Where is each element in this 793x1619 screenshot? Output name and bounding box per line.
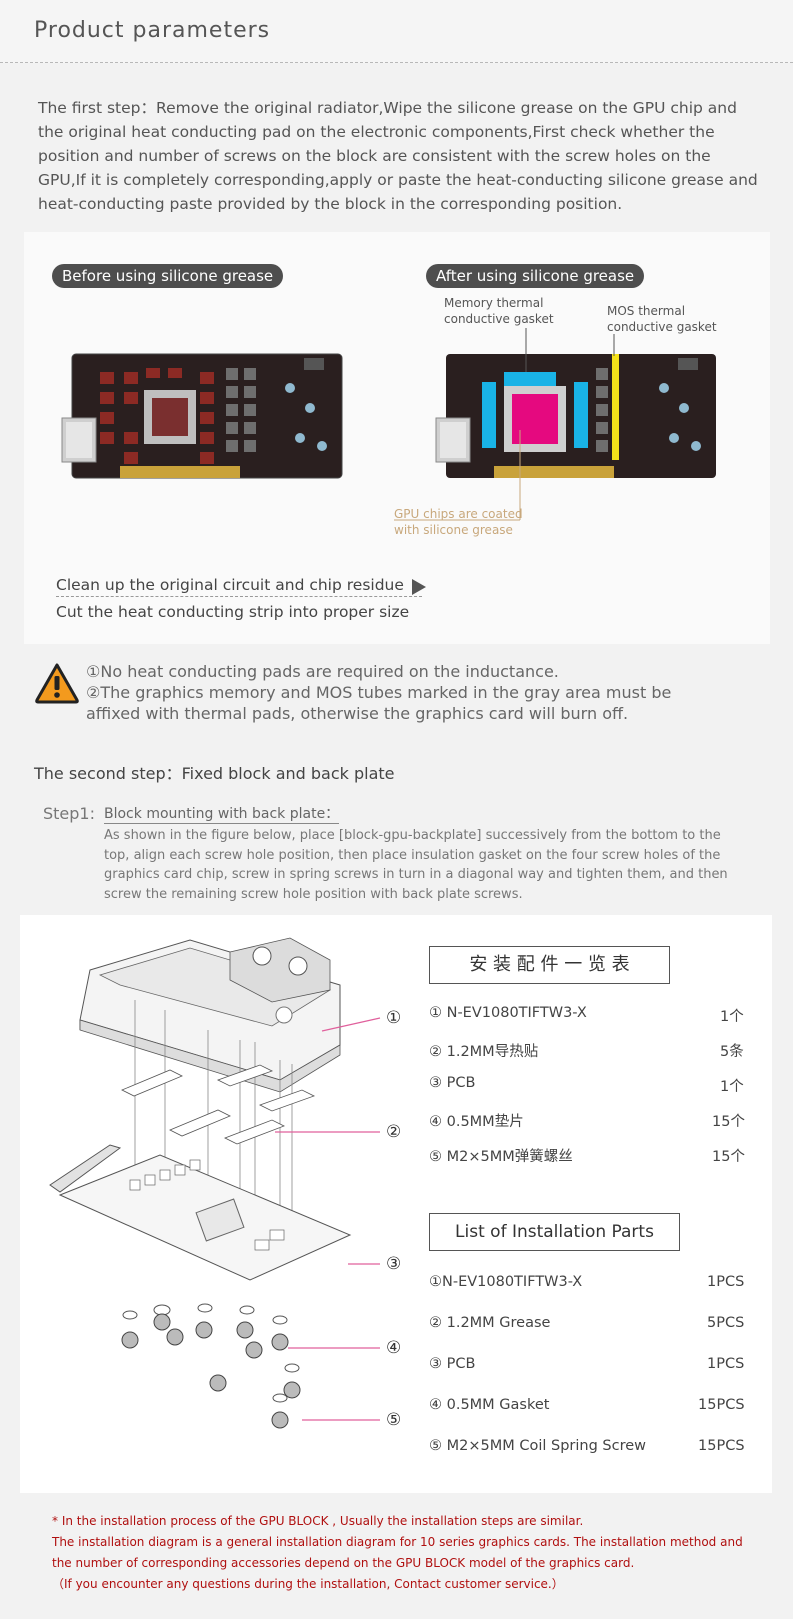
parts-cn-qty-2: 5条 [720, 1044, 744, 1060]
page-title: Product parameters [34, 18, 271, 43]
note-line-2: The installation diagram is a general in… [52, 1535, 743, 1570]
page-header: Product parameters [0, 0, 793, 63]
parts-list-cn-title: 安 装 配 件 一 览 表 [429, 946, 670, 984]
memory-pad-label: Memory thermal conductive gasket [444, 296, 554, 326]
pcb-before-image [61, 353, 343, 479]
parts-en-item-5: ⑤ M2×5MM Coil Spring Screw [429, 1438, 647, 1454]
after-leader-lines [394, 328, 615, 521]
parts-en-qty-2: 5PCS [707, 1315, 745, 1331]
parts-cn-item-5: ⑤ M2×5MM弹簧螺丝 [429, 1149, 573, 1165]
parts-cn-qty-5: 15个 [712, 1149, 745, 1165]
prep-line-1: Clean up the original circuit and chip r… [56, 576, 422, 597]
parts-en-item-4: ④ 0.5MM Gasket [429, 1397, 550, 1413]
parts-cn-qty-4: 15个 [712, 1114, 745, 1130]
mount-title: Block mounting with back plate： [104, 806, 340, 824]
parts-en-qty-4: 15PCS [698, 1397, 745, 1413]
warning-icon [35, 663, 79, 704]
mos-pad-label: MOS thermal conductive gasket [607, 304, 717, 334]
pcb-after-image [435, 354, 716, 478]
callout-2: ② [386, 1122, 402, 1142]
callout-1: ① [386, 1008, 402, 1028]
parts-cn-item-3: ③ PCB [429, 1075, 476, 1091]
after-label: After using silicone grease [426, 264, 645, 288]
before-label: Before using silicone grease [52, 264, 284, 288]
parts-list-en-title: List of Installation Parts [429, 1213, 680, 1251]
callout-3: ③ [386, 1254, 402, 1274]
note-line-1: * In the installation process of the GPU… [52, 1514, 584, 1528]
gpu-grease-label: GPU chips are coated with silicone greas… [394, 507, 523, 537]
step2-step-label: Step1: [43, 804, 95, 823]
step2-title: The second step：Fixed block and back pla… [34, 764, 395, 783]
parts-en-item-1: ①N-EV1080TIFTW3-X [429, 1274, 583, 1290]
parts-en-qty-1: 1PCS [707, 1274, 745, 1290]
play-arrow-icon [412, 579, 426, 595]
mount-description: As shown in the figure below, place [blo… [104, 828, 728, 902]
exploded-assembly-diagram [49, 937, 352, 1429]
parts-cn-item-4: ④ 0.5MM垫片 [429, 1114, 524, 1130]
parts-en-item-3: ③ PCB [429, 1356, 476, 1372]
parts-cn-item-2: ② 1.2MM导热贴 [429, 1044, 539, 1060]
note-line-3: （If you encounter any questions during t… [52, 1577, 564, 1591]
parts-en-qty-5: 15PCS [698, 1438, 745, 1454]
parts-cn-qty-1: 1个 [720, 1009, 744, 1025]
prep-line-2: Cut the heat conducting strip into prope… [56, 603, 410, 621]
parts-cn-qty-3: 1个 [720, 1079, 744, 1095]
callout-4: ④ [386, 1338, 402, 1358]
warning-line-2: ②The graphics memory and MOS tubes marke… [86, 683, 672, 723]
warning-line-1: ①No heat conducting pads are required on… [86, 662, 559, 681]
parts-en-item-2: ② 1.2MM Grease [429, 1315, 551, 1331]
installation-note: * In the installation process of the GPU… [52, 1511, 752, 1595]
step1-text: The first step：Remove the original radia… [38, 99, 758, 213]
callout-5: ⑤ [386, 1410, 402, 1430]
callout-lines [275, 1017, 381, 1421]
parts-en-qty-3: 1PCS [707, 1356, 745, 1372]
parts-cn-item-1: ① N-EV1080TIFTW3-X [429, 1005, 587, 1021]
